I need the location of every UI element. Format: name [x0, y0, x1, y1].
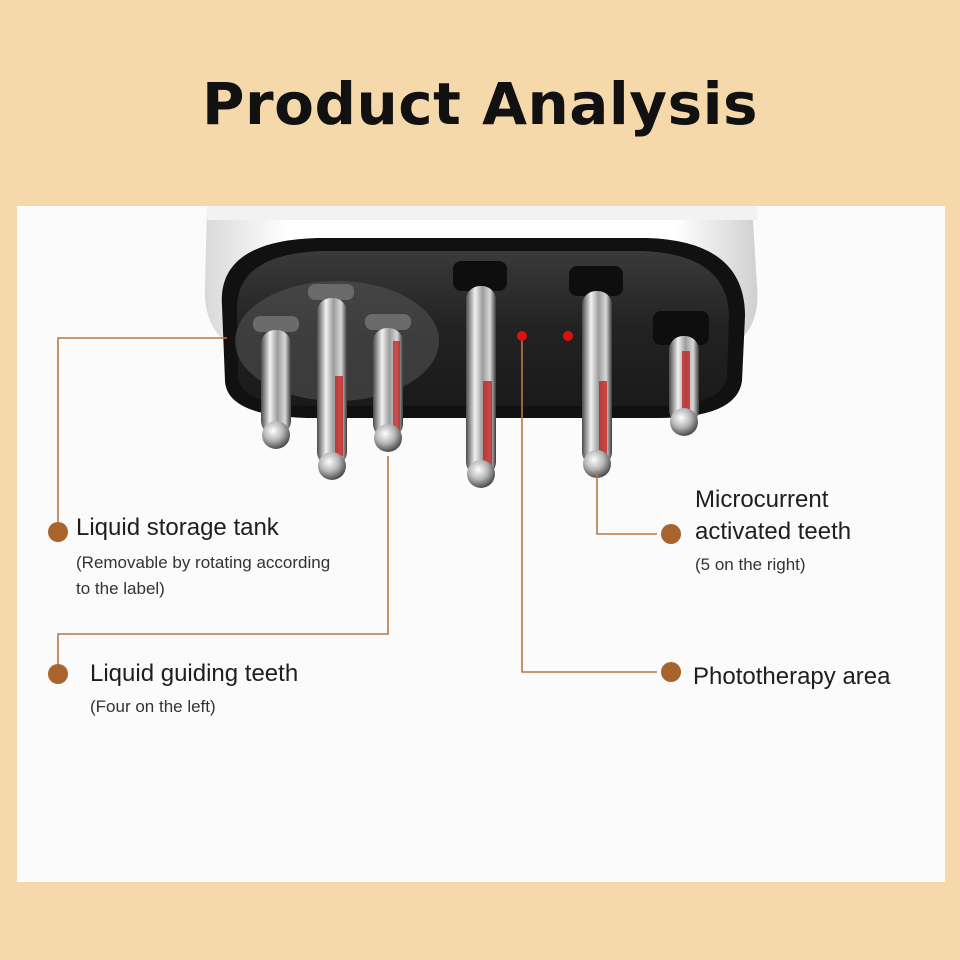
- callout-storage-tank: Liquid storage tank (Removable by rotati…: [76, 512, 330, 602]
- leader-line-microcurrent: [596, 471, 657, 535]
- teeth-group: [253, 261, 709, 488]
- callout-heading: Microcurrent: [695, 486, 829, 513]
- leader-line-phototherapy: [521, 341, 657, 673]
- callout-heading: activated teeth: [695, 518, 852, 545]
- callout-microcurrent-teeth: Microcurrent activated teeth (5 on the r…: [695, 484, 851, 578]
- callout-subtext: (Removable by rotating according to the …: [76, 550, 330, 602]
- callout-dot: [661, 662, 681, 682]
- leader-line-guiding-teeth: [57, 456, 389, 674]
- callout-subtext-line: to the label): [76, 579, 165, 598]
- callout-dot: [661, 524, 681, 544]
- led-light: [563, 331, 573, 341]
- callout-subtext: (Four on the left): [90, 697, 216, 716]
- product-panel: [17, 206, 945, 882]
- microcurrent-tooth: [653, 311, 709, 436]
- callout-dots: [48, 522, 681, 684]
- page-title: Product Analysis: [202, 70, 758, 138]
- callout-dot: [48, 664, 68, 684]
- phototherapy-tooth: [466, 366, 496, 488]
- liquid-guiding-tooth: [365, 314, 411, 452]
- product-illustration: [48, 206, 758, 684]
- callout-guiding-teeth: Liquid guiding teeth (Four on the left): [90, 658, 298, 720]
- leader-lines: [57, 337, 657, 674]
- callout-heading: Liquid guiding teeth: [90, 660, 299, 687]
- callout-subtext: (5 on the right): [695, 555, 806, 574]
- callout-heading: Phototherapy area: [693, 663, 891, 690]
- led-light: [517, 331, 527, 341]
- leader-line-storage-tank: [57, 337, 227, 532]
- liquid-guiding-tooth: [317, 366, 347, 480]
- callout-heading: Liquid storage tank: [76, 514, 279, 541]
- liquid-guiding-tooth: [253, 316, 299, 449]
- microcurrent-tooth: [582, 366, 612, 478]
- callout-subtext-line: (Removable by rotating according: [76, 553, 331, 572]
- callout-phototherapy: Phototherapy area: [693, 661, 890, 693]
- callout-dot: [48, 522, 68, 542]
